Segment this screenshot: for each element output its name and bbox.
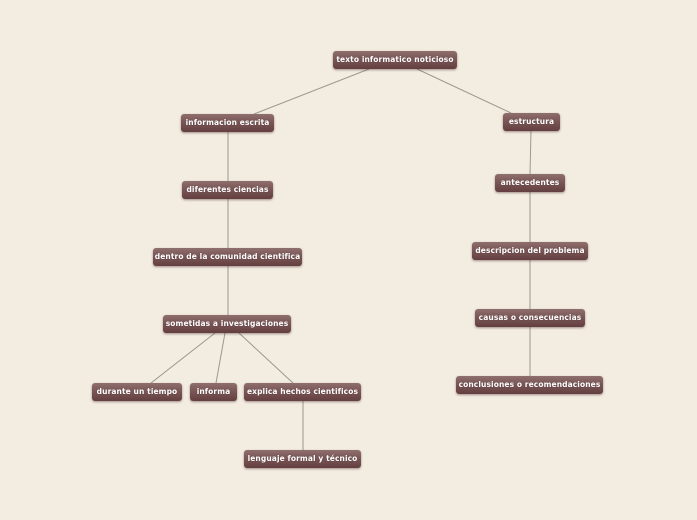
- node-diferentes-ciencias[interactable]: diferentes ciencias: [182, 181, 273, 199]
- edge-root-to-estructura: [416, 68, 512, 114]
- node-dentro-de-la-comunidad-cientifica[interactable]: dentro de la comunidad cientifica: [153, 248, 302, 266]
- node-informa[interactable]: informa: [190, 383, 237, 401]
- node-explica-hechos-cientificos[interactable]: explica hechos cientificos: [244, 383, 361, 401]
- node-causas-o-consecuencias[interactable]: causas o consecuencias: [475, 309, 585, 327]
- edge-sometidas-to-informa: [215, 332, 226, 384]
- node-conclusiones-o-recomendaciones[interactable]: conclusiones o recomendaciones: [456, 376, 603, 394]
- edge-estructura-to-antecedentes: [529, 130, 532, 175]
- node-estructura[interactable]: estructura: [503, 113, 560, 131]
- node-sometidas-a-investigaciones[interactable]: sometidas a investigaciones: [163, 315, 291, 333]
- edge-root-to-informacion: [253, 68, 370, 115]
- node-root-texto-informatico-noticioso[interactable]: texto informatico noticioso: [333, 51, 457, 69]
- edge-sometidas-to-durante: [150, 332, 216, 384]
- node-durante-un-tiempo[interactable]: durante un tiempo: [92, 383, 182, 401]
- node-informacion-escrita[interactable]: informacion escrita: [181, 114, 274, 132]
- node-descripcion-del-problema[interactable]: descripcion del problema: [472, 242, 588, 260]
- node-lenguaje-formal-y-tecnico[interactable]: lenguaje formal y técnico: [244, 450, 361, 468]
- edge-sometidas-to-explica: [238, 332, 294, 384]
- node-antecedentes[interactable]: antecedentes: [495, 174, 565, 192]
